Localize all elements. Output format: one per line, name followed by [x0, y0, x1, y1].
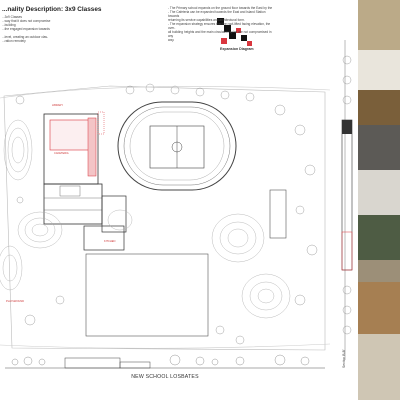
running-track [117, 101, 237, 191]
left-line-6: ...level, creating an outdoor clas- [2, 35, 49, 39]
right-line-2: - The Cafeteria can be expanded towards … [168, 10, 266, 18]
zone-label-library: LIBRARY [52, 104, 64, 107]
right-line-3: returning its service capabilities and a… [168, 18, 245, 22]
roads [0, 86, 331, 349]
zone-label-cafeteria: CAFETERIA [54, 152, 69, 155]
landscape-mounds [0, 119, 291, 319]
right-line-4: - The expansion strategy ensures that th… [168, 22, 271, 30]
zone-label-playground: PLAYGROUND [6, 300, 24, 303]
right-line-6: way. [168, 38, 175, 42]
right-line-1: - The Primary school expands on the grou… [168, 6, 273, 10]
expansion-diagram [217, 18, 252, 46]
photo-column [358, 0, 400, 400]
right-line-5: all building heights and the main circul… [168, 30, 272, 38]
left-line-1: ...3x9 Classes [2, 15, 23, 19]
left-line-4: ...building [2, 23, 16, 27]
school-building [43, 111, 287, 337]
elevation-strip [5, 354, 325, 369]
left-line-7: ...ration remotely [2, 39, 26, 43]
left-line-5: ...the engaged expansion towards [2, 27, 50, 31]
left-line-3: ...way that it does not compromise [2, 19, 51, 23]
section-column [341, 40, 353, 360]
plan-title: NEW SCHOOL LOSBATES [131, 374, 199, 380]
page-title: ...nality Description: 3x9 Classes [2, 6, 102, 13]
trees [15, 83, 318, 345]
expansion-diagram-label: Expansion Diagram [220, 47, 254, 51]
site-boundary [3, 85, 326, 351]
right-description: - The Primary school expands on the grou… [168, 6, 273, 42]
zone-label-kitchen: KITCHEN [104, 240, 116, 243]
left-description: ...3x9 Classes ...way that it does not c… [2, 15, 82, 43]
section-label: Section B-B' [342, 349, 346, 368]
